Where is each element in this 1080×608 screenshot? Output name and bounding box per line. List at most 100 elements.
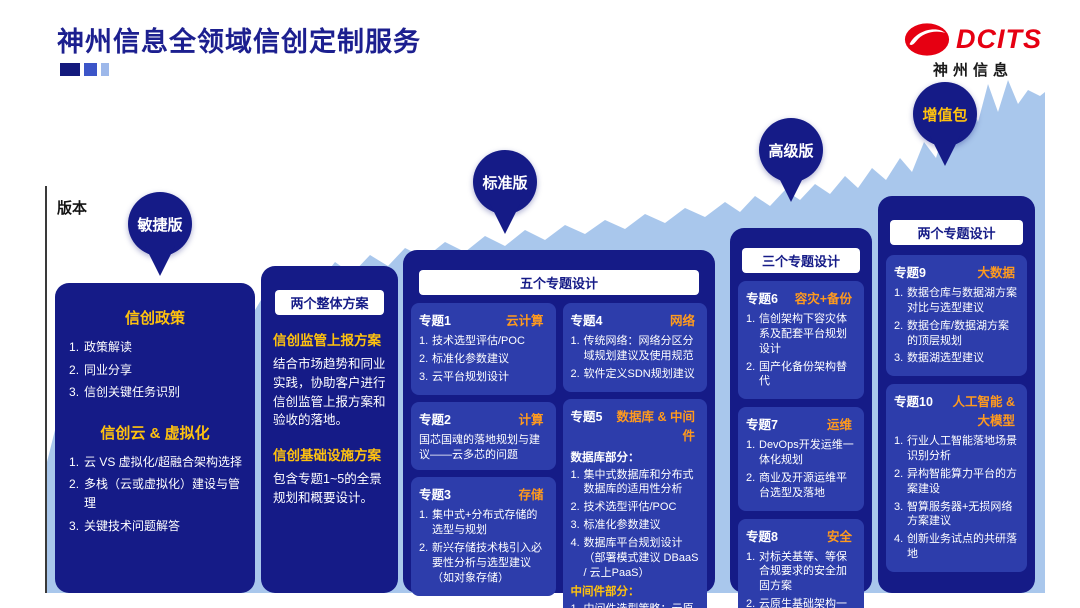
topic-head: 专题1 云计算	[419, 310, 548, 329]
list-item: 标准化参数建议	[419, 352, 509, 367]
topic-name: 计算	[518, 412, 544, 427]
list-item: 中间件选型策略：云原生优先+传统信创中间件+开源管理	[571, 602, 700, 608]
pin-agile-version: 敏捷版	[128, 192, 192, 276]
pin-agile-label: 敏捷版	[128, 192, 192, 256]
topic-id: 专题9	[894, 266, 926, 280]
topic-head: 专题8 安全	[746, 526, 856, 545]
list-item: 数据湖选型建议	[894, 351, 984, 366]
topic-card-disaster-recovery-backup: 专题6 容灾+备份 信创架构下容灾体系及配套平台规划设计 国产化备份架构替代	[738, 281, 864, 400]
list-item: 技术选型评估/POC	[419, 334, 525, 349]
brand-logo-row: DCITS	[904, 22, 1042, 57]
topic-card-compute: 专题2 计算 国芯国魂的落地规划与建议——云多芯的问题	[411, 401, 556, 471]
list-item: 集中式数据库和分布式数据库的适用性分析	[571, 468, 694, 496]
topic-card-cloud-computing: 专题1 云计算 技术选型评估/POC 标准化参数建议 云平台规划设计	[411, 303, 556, 395]
pin-valueadd-label: 增值包	[913, 82, 977, 146]
topic-card-big-data: 专题9 大数据 数据仓库与数据湖方案对比与选型建议 数据仓库/数据湖方案的顶层规…	[886, 255, 1027, 377]
topic-items: 行业人工智能落地场景识别分析 异构智能算力平台的方案建设 智算服务器+无损网络方…	[894, 434, 1019, 562]
pin-tail	[930, 136, 960, 166]
dcits-swoosh-icon	[904, 23, 950, 56]
topic-head: 专题7 运维	[746, 414, 856, 433]
topic-head: 专题9 大数据	[894, 262, 1019, 281]
pin-valueadd-package: 增值包	[913, 82, 977, 166]
topic-items: 信创架构下容灾体系及配套平台规划设计 国产化备份架构替代	[746, 312, 856, 389]
topic-items: 对标关基等、等保合规要求的安全加固方案 云原生基础架构一体化安全防护建设方案	[746, 550, 856, 608]
topics-grid-right: 专题4 网络 传统网络：网络分区分域规划建议及使用规范 软件定义SDN规划建议 …	[562, 303, 707, 608]
database-items: 集中式数据库和分布式数据库的适用性分析 技术选型评估/POC 标准化参数建议 数…	[571, 468, 700, 581]
middleware-part-label: 中间件部分：	[570, 586, 640, 599]
pin-standard-label: 标准版	[473, 150, 537, 214]
topic-head: 专题5 数据库 & 中间件	[571, 406, 700, 444]
list-item: 国产化备份架构替代	[746, 360, 847, 388]
plan-title-infrastructure: 信创基础设施方案	[273, 448, 381, 463]
pin-advanced-label: 高级版	[759, 118, 823, 182]
topic-items: 集中式+分布式存储的选型与规划 新兴存储技术栈引入必要性分析与选型建议（如对象存…	[419, 508, 548, 585]
list-item: 异构智能算力平台的方案建设	[894, 467, 1017, 495]
list-item: 数据仓库/数据湖方案的顶层规划	[894, 319, 1010, 347]
topic-items: 技术选型评估/POC 标准化参数建议 云平台规划设计	[419, 334, 548, 385]
topic-card-network: 专题4 网络 传统网络：网络分区分域规划建议及使用规范 软件定义SDN规划建议	[562, 303, 707, 392]
list-item: 对标关基等、等保合规要求的安全加固方案	[746, 550, 847, 593]
topic-id: 专题8	[746, 529, 778, 544]
section-title-cloud-virtualization: 信创云 & 虚拟化	[100, 424, 210, 442]
topic-name: 人工智能 & 大模型	[952, 395, 1015, 429]
topic-card-operations: 专题7 运维 DevOps开发运维一体化规划 商业及开源运维平台选型及落地	[738, 407, 864, 511]
list-item: 传统网络：网络分区分域规划建议及使用规范	[571, 334, 694, 362]
column-standard: 五个专题设计 专题1 云计算 技术选型评估/POC 标准化参数建议 云平台规划设…	[403, 250, 715, 608]
database-part-label: 数据库部分：	[570, 451, 640, 464]
topic-id: 专题1	[419, 314, 451, 328]
topic-card-storage: 专题3 存储 集中式+分布式存储的选型与规划 新兴存储技术栈引入必要性分析与选型…	[411, 477, 556, 596]
list-item: DevOps开发运维一体化规划	[746, 438, 854, 467]
topic-head: 专题2 计算	[419, 409, 548, 428]
topic-card-security: 专题8 安全 对标关基等、等保合规要求的安全加固方案 云原生基础架构一体化安全防…	[738, 518, 864, 608]
badge-two-topics: 两个专题设计	[890, 220, 1023, 245]
list-item: 技术选型评估/POC	[571, 500, 677, 515]
column-valueadd: 两个专题设计 专题9 大数据 数据仓库与数据湖方案对比与选型建议 数据仓库/数据…	[878, 196, 1035, 593]
topic-id: 专题4	[570, 314, 603, 328]
plan-body-infrastructure: 包含专题1~5的全景规划和概要设计。	[273, 472, 382, 505]
list-item: 信创架构下容灾体系及配套平台规划设计	[746, 312, 847, 355]
topics-grid: 专题1 云计算 技术选型评估/POC 标准化参数建议 云平台规划设计 专题2 计…	[403, 303, 715, 608]
topic-name: 数据库 & 中间件	[616, 409, 695, 443]
list-item: 同业分享	[69, 361, 133, 379]
pin-advanced-version: 高级版	[759, 118, 823, 202]
company-name: 神州信息	[932, 62, 1013, 79]
topic-id: 专题7	[746, 418, 778, 433]
list-item: 云 VS 虚拟化/超融合架构选择	[69, 453, 243, 471]
topic-name: 网络	[669, 314, 695, 328]
topic-body: 国芯国魂的落地规划与建议——云多芯的问题	[419, 433, 540, 461]
list-item: 智算服务器+无损网络方案建议	[894, 500, 1013, 528]
list-item: 数据仓库与数据湖方案对比与选型建议	[894, 286, 1017, 314]
column-agile: 信创政策 政策解读 同业分享 信创关键任务识别 信创云 & 虚拟化 云 VS 虚…	[55, 283, 255, 593]
topic-name: 容灾+备份	[794, 292, 852, 306]
pin-standard-version: 标准版	[473, 150, 537, 234]
topic-head: 专题4 网络	[571, 310, 700, 329]
topic-card-database-middleware: 专题5 数据库 & 中间件 数据库部分： 集中式数据库和分布式数据库的适用性分析…	[562, 398, 707, 608]
topic-id: 专题6	[746, 292, 778, 306]
list-item: 信创关键任务识别	[69, 383, 181, 401]
axis-version-label: 版本	[57, 200, 88, 217]
topic-id: 专题10	[894, 395, 933, 410]
topic-id: 专题2	[419, 412, 451, 427]
list-item: 集中式+分布式存储的选型与规划	[419, 508, 538, 537]
list-item: 数据库平台规划设计（部署模式建议 DBaaS / 云上PaaS）	[571, 536, 699, 579]
list-item: 政策解读	[69, 338, 133, 356]
plan-title-regulatory: 信创监管上报方案	[273, 333, 381, 348]
axis-line	[45, 186, 47, 593]
column-advanced: 三个专题设计 专题6 容灾+备份 信创架构下容灾体系及配套平台规划设计 国产化备…	[730, 228, 872, 608]
deco-square-mid	[84, 63, 97, 76]
plan-body-regulatory: 结合市场趋势和同业实践，协助客户进行信创监管上报方案和验收的落地。	[273, 357, 386, 428]
topic-head: 专题3 存储	[419, 484, 548, 503]
topic-name: 运维	[826, 418, 852, 433]
badge-three-topics: 三个专题设计	[742, 248, 860, 273]
list-item: 商业及开源运维平台选型及落地	[746, 471, 847, 499]
policy-list: 政策解读 同业分享 信创关键任务识别	[69, 338, 247, 402]
topic-name: 安全	[826, 529, 852, 544]
list-item: 行业人工智能落地场景识别分析	[894, 434, 1017, 463]
topic-card-ai-large-model: 专题10 人工智能 & 大模型 行业人工智能落地场景识别分析 异构智能算力平台的…	[886, 384, 1027, 572]
section-title-policy: 信创政策	[124, 310, 185, 327]
title-decoration	[60, 63, 109, 76]
topics-grid-left: 专题1 云计算 技术选型评估/POC 标准化参数建议 云平台规划设计 专题2 计…	[411, 303, 556, 608]
topic-items: 传统网络：网络分区分域规划建议及使用规范 软件定义SDN规划建议	[571, 334, 700, 382]
middleware-items: 中间件选型策略：云原生优先+传统信创中间件+开源管理	[571, 602, 700, 608]
